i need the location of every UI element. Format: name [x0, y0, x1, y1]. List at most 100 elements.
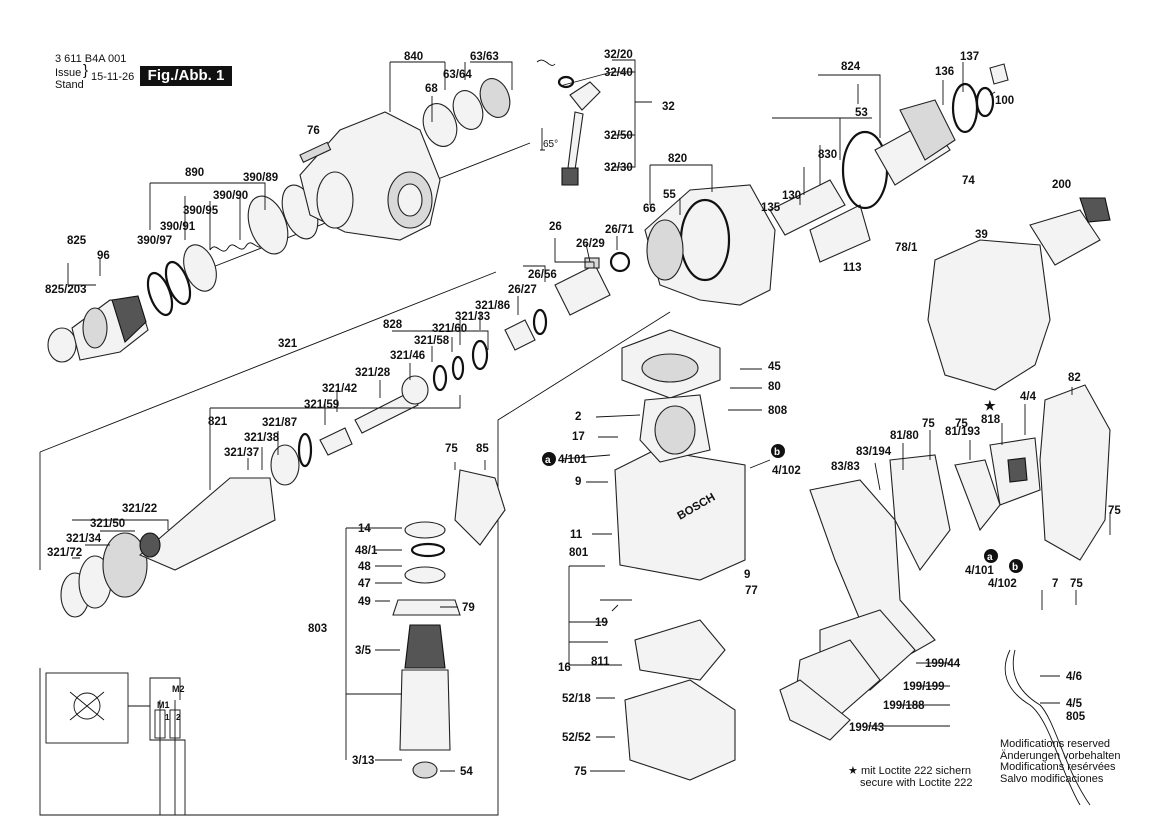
part-label: 81/80 — [890, 430, 919, 442]
part-label: 26/29 — [576, 238, 605, 250]
part-label: 321/60 — [432, 323, 467, 335]
part-label: 137 — [960, 51, 979, 63]
callout-b-left: b — [771, 444, 785, 458]
part-label: 321/72 — [47, 547, 82, 559]
part-label: 7 — [1052, 578, 1058, 590]
housing-820 — [644, 184, 776, 306]
part-label: 75 — [445, 443, 458, 455]
part-label: 52/52 — [562, 732, 591, 744]
part-label: 321/50 — [90, 518, 125, 530]
part-label: 801 — [569, 547, 589, 559]
part-label: 890 — [185, 167, 204, 179]
part-label: 75 — [574, 766, 587, 778]
part-label: 48/1 — [355, 545, 378, 557]
document-number: 3 611 B4A 001 — [55, 53, 127, 65]
switch-lever-32 — [536, 59, 601, 186]
part-label: 83/83 — [831, 461, 860, 473]
part-label: 74 — [962, 175, 975, 187]
part-label: 32/40 — [604, 67, 633, 79]
part-label: 47 — [358, 578, 371, 590]
gear-housing-840 — [299, 111, 441, 241]
part-label: 26/56 — [528, 269, 557, 281]
switch-818 — [989, 437, 1041, 506]
loctite-note: ★ mit Loctite 222 sichern secure with Lo… — [848, 765, 973, 789]
damper-199 — [779, 609, 916, 741]
part-label: 49 — [358, 596, 371, 608]
part-label: 63/63 — [470, 51, 499, 63]
leader-lines — [67, 59, 1111, 772]
striking-assembly — [60, 339, 489, 618]
part-label: 75 — [955, 418, 968, 430]
part-label: 75 — [922, 418, 935, 430]
handle-grip-83 — [809, 479, 936, 661]
part-label: 4/4 — [1020, 391, 1037, 403]
loctite-note-line2: secure with Loctite 222 — [860, 777, 973, 789]
loctite-note-line1: mit Loctite 222 sichern — [860, 765, 971, 777]
field-808 — [639, 394, 711, 463]
part-label: 321/38 — [244, 432, 280, 444]
loctite-note-star-icon: ★ — [848, 765, 858, 777]
part-label: 136 — [935, 66, 954, 78]
part-label: 821 — [208, 416, 228, 428]
motor-housing-11: BOSCH — [614, 329, 746, 581]
part-label: 321/59 — [304, 399, 339, 411]
part-label: 3/13 — [352, 755, 374, 767]
part-label: 200 — [1052, 179, 1071, 191]
part-label: 4/102 — [772, 465, 801, 477]
part-label: 321/42 — [322, 383, 357, 395]
modifications-fr: Modifications resérvées — [1000, 761, 1116, 773]
part-label: 53 — [855, 107, 868, 119]
part-label: 199/44 — [925, 658, 961, 670]
part-label: 17 — [572, 431, 585, 443]
part-label: 840 — [404, 51, 423, 63]
modifications-de: Änderungen vorbehalten — [1000, 749, 1121, 762]
part-label: 4/101 — [558, 454, 587, 466]
part-label: 811 — [591, 656, 610, 668]
part-label: 100 — [995, 95, 1014, 107]
part-label: 199/199 — [903, 681, 945, 693]
part-label: 4/101 — [965, 565, 994, 577]
svg-text:a: a — [545, 455, 551, 466]
part-label: 45 — [768, 361, 781, 373]
part-label: 828 — [383, 319, 403, 331]
part-label: 85 — [476, 443, 489, 455]
part-label: 32/50 — [604, 130, 633, 142]
part-label: 52/18 — [562, 693, 591, 705]
part-label: 54 — [460, 766, 473, 778]
part-label: 26 — [549, 221, 562, 233]
part-label: 321 — [278, 338, 298, 350]
issue-date: 15-11-26 — [91, 71, 135, 83]
part-label: 66 — [643, 203, 656, 215]
gear-shaft-830 — [769, 63, 1009, 263]
schematic-m2: M2 — [172, 684, 185, 694]
angle-label: 65° — [543, 139, 558, 150]
part-label: 321/58 — [414, 335, 450, 347]
part-label: 16 — [558, 662, 571, 674]
trigger-81 — [889, 454, 1001, 572]
svg-text:a: a — [987, 552, 993, 563]
schematic-n2: 2 — [176, 713, 181, 722]
part-label: 55 — [663, 189, 676, 201]
part-label: 824 — [841, 61, 861, 73]
part-label: 830 — [818, 149, 837, 161]
part-label: 4/102 — [988, 578, 1017, 590]
part-label: 32 — [662, 101, 675, 113]
part-label: 321/22 — [122, 503, 157, 515]
part-label: 321/28 — [355, 367, 391, 379]
loctite-star-marker: ★ — [984, 398, 996, 413]
part-label: 130 — [782, 190, 801, 202]
part-label: 825/203 — [45, 284, 87, 296]
part-label: 9 — [744, 569, 750, 581]
part-label: 808 — [768, 405, 788, 417]
part-label: 321/46 — [390, 350, 425, 362]
part-label: 390/91 — [160, 221, 196, 233]
part-label: 32/30 — [604, 162, 633, 174]
part-label: 11 — [570, 529, 583, 541]
svg-text:b: b — [774, 447, 780, 458]
part-label: 390/97 — [137, 235, 172, 247]
cover-85 — [454, 469, 506, 546]
modifications-es: Salvo modificaciones — [1000, 772, 1104, 785]
part-label: 82 — [1068, 372, 1081, 384]
part-label: 75 — [1070, 578, 1083, 590]
part-label: 9 — [575, 476, 581, 488]
